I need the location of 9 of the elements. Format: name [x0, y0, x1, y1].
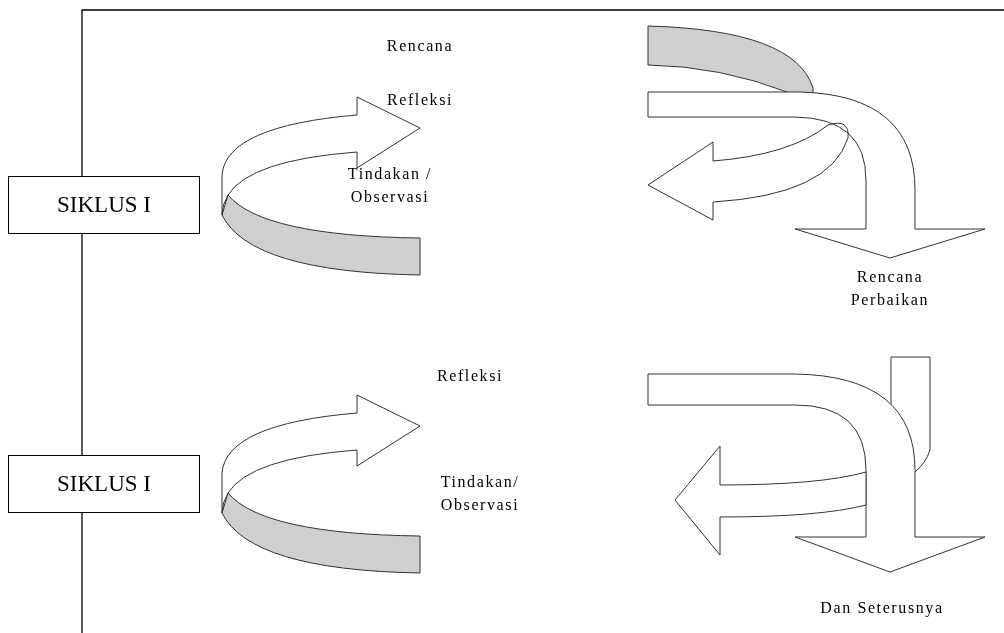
stage-label: Refleksi: [435, 366, 505, 386]
cycle-label-box: SIKLUS I: [8, 455, 200, 513]
stage-label: Refleksi: [385, 90, 455, 110]
stage-label: Tindakan / Observasi: [346, 164, 434, 207]
stage-label: Tindakan/ Observasi: [439, 472, 521, 515]
stage-label: Dan Seterusnya: [819, 598, 945, 619]
stage-label: Rencana Perbaikan: [849, 267, 931, 310]
cycle-label-box: SIKLUS I: [8, 176, 200, 234]
stage-label: Rencana: [385, 36, 455, 56]
